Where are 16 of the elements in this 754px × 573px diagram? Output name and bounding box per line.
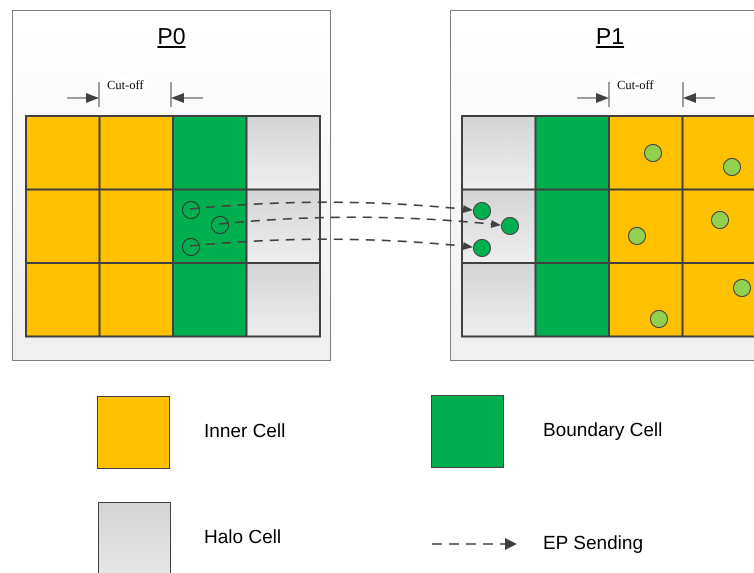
legend-label: Boundary Cell [543, 420, 662, 442]
particle-outline [182, 238, 200, 256]
process-panel [12, 10, 331, 361]
dimension-label: Cut-off [105, 78, 146, 93]
panel-title: P1 [596, 23, 624, 49]
dashed-arrow [218, 216, 501, 228]
legend-label: EP Sending [543, 533, 644, 555]
panel-title: P0 [157, 23, 186, 49]
dashed-arrow [190, 201, 473, 214]
process-panel [450, 10, 754, 361]
dimension-label: Cut-off [615, 78, 656, 93]
particle-outline [211, 216, 229, 234]
dashed-arrow [190, 238, 473, 250]
legend-label: Halo Cell [204, 527, 282, 549]
legend-label: Inner Cell [204, 421, 286, 443]
particle-outline [182, 201, 200, 219]
